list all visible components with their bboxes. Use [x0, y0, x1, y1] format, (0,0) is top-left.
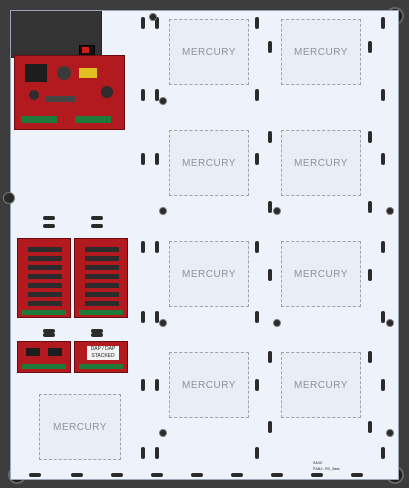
mounting-slot	[268, 269, 272, 281]
mounting-slot	[255, 17, 259, 29]
mounting-slot	[191, 473, 203, 477]
mounting-slot	[255, 447, 259, 459]
screw-icon	[159, 429, 167, 437]
mounting-slot	[141, 89, 145, 101]
mounting-slot	[268, 351, 272, 363]
mounting-slot	[381, 89, 385, 101]
mounting-slot	[141, 153, 145, 165]
mounting-slot	[91, 329, 103, 333]
mounting-slot	[268, 201, 272, 213]
mounting-slot	[151, 473, 163, 477]
mounting-slot	[141, 17, 145, 29]
mercury-slot[interactable]: MERCURY	[281, 19, 361, 85]
mercury-slot[interactable]: MERCURY	[169, 130, 249, 196]
mounting-slot	[111, 473, 123, 477]
mounting-slot	[43, 224, 55, 228]
mounting-slot	[155, 153, 159, 165]
mounting-slot	[255, 89, 259, 101]
mounting-slot	[381, 17, 385, 29]
mounting-slot	[141, 379, 145, 391]
power-supply-box[interactable]	[11, 11, 102, 58]
side-hinge-icon	[3, 192, 15, 204]
screw-icon	[386, 319, 394, 327]
mercury-slot-label: MERCURY	[182, 268, 236, 280]
mounting-slot	[271, 473, 283, 477]
mounting-slot	[141, 447, 145, 459]
mounting-slot	[381, 241, 385, 253]
mercury-slot-label: MERCURY	[182, 157, 236, 169]
mounting-slot	[43, 329, 55, 333]
mercury-slot-label: MERCURY	[53, 421, 107, 433]
backplane-panel: MERCURY MERCURY MERCURY MERCURY MERCURY …	[10, 10, 399, 480]
mounting-slot	[381, 379, 385, 391]
mounting-slot	[155, 89, 159, 101]
mounting-slot	[155, 379, 159, 391]
screw-icon	[159, 207, 167, 215]
mounting-slot	[155, 17, 159, 29]
mounting-slot	[368, 269, 372, 281]
mounting-slot	[368, 201, 372, 213]
mounting-slot	[155, 311, 159, 323]
mounting-slot	[311, 473, 323, 477]
mercury-slot[interactable]: MERCURY	[281, 241, 361, 307]
mounting-slot	[141, 311, 145, 323]
mercury-slot[interactable]: MERCURY	[39, 394, 121, 460]
mercury-slot[interactable]: MERCURY	[281, 352, 361, 418]
screw-icon	[273, 319, 281, 327]
mounting-slot	[91, 224, 103, 228]
mounting-slot	[91, 333, 103, 337]
mercury-slot-label: MERCURY	[294, 157, 348, 169]
mounting-slot	[255, 379, 259, 391]
mounting-slot	[368, 421, 372, 433]
screw-icon	[159, 97, 167, 105]
mercury-slot[interactable]: MERCURY	[169, 352, 249, 418]
mounting-slot	[71, 473, 83, 477]
mercury-slot-label: MERCURY	[182, 379, 236, 391]
screw-icon	[386, 207, 394, 215]
mounting-slot	[381, 153, 385, 165]
mounting-slot	[255, 241, 259, 253]
mercury-slot-label: MERCURY	[294, 46, 348, 58]
mercury-slot-label: MERCURY	[294, 268, 348, 280]
mounting-slot	[29, 473, 41, 477]
mounting-slot	[155, 241, 159, 253]
mounting-slot	[368, 41, 372, 53]
mounting-slot	[351, 473, 363, 477]
mounting-slot	[268, 131, 272, 143]
footer-label-1: SAVE	[313, 462, 323, 466]
screw-icon	[149, 13, 157, 21]
screw-icon	[273, 207, 281, 215]
mounting-slot	[155, 447, 159, 459]
mercury-slot-label: MERCURY	[294, 379, 348, 391]
mounting-slot	[141, 241, 145, 253]
mounting-slot	[43, 216, 55, 220]
relay-board-left[interactable]	[17, 238, 71, 318]
relay-board-right[interactable]	[74, 238, 128, 318]
mounting-slot	[368, 351, 372, 363]
mercury-slot[interactable]: MERCURY	[169, 19, 249, 85]
mounting-slot	[255, 311, 259, 323]
mounting-slot	[255, 153, 259, 165]
mounting-slot	[43, 333, 55, 337]
screw-icon	[159, 319, 167, 327]
mounting-slot	[268, 41, 272, 53]
mercury-slot[interactable]: MERCURY	[281, 130, 361, 196]
mounting-slot	[91, 216, 103, 220]
dap-board-left[interactable]	[17, 341, 71, 373]
mounting-slot	[231, 473, 243, 477]
mercury-slot[interactable]: MERCURY	[169, 241, 249, 307]
power-supply-board[interactable]	[14, 55, 125, 130]
mounting-slot	[368, 131, 372, 143]
screw-icon	[386, 429, 394, 437]
mounting-slot	[381, 447, 385, 459]
mercury-slot-label: MERCURY	[182, 46, 236, 58]
footer-label-2: PAB2-PB_8mm	[313, 468, 340, 472]
mounting-slot	[268, 421, 272, 433]
mounting-slot	[381, 311, 385, 323]
